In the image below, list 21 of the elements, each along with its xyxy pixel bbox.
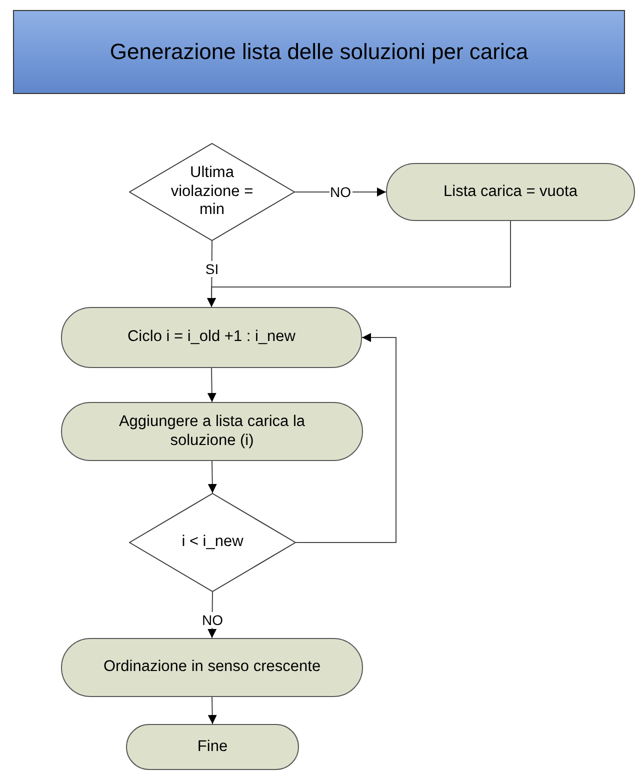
arrow [296, 333, 396, 543]
node-label: i < i_new [180, 533, 244, 552]
node-label: Aggiungere a lista carica la soluzione (i) [118, 412, 306, 450]
node-label: Lista carica = vuota [442, 182, 578, 202]
node-label: Ultima violazione = min [170, 164, 254, 220]
arrow [207, 220, 511, 308]
node-label: Ciclo i = i_old +1 : i_new [126, 328, 296, 347]
arrow [294, 188, 386, 196]
node-label: Ordinazione in senso crescente [102, 658, 322, 677]
arrow [208, 592, 217, 638]
node-label: Fine [196, 738, 229, 756]
arrow [208, 460, 217, 494]
title-banner: Generazione lista delle soluzioni per carica [13, 10, 625, 94]
arrow [208, 696, 217, 724]
edge-label: NO [201, 612, 224, 628]
edge-label: SI [204, 261, 220, 277]
decision-diamond [129, 493, 296, 592]
arrow [207, 368, 216, 402]
edge-label: NO [329, 184, 352, 200]
decision-diamond [129, 143, 295, 241]
process-box [126, 724, 299, 770]
